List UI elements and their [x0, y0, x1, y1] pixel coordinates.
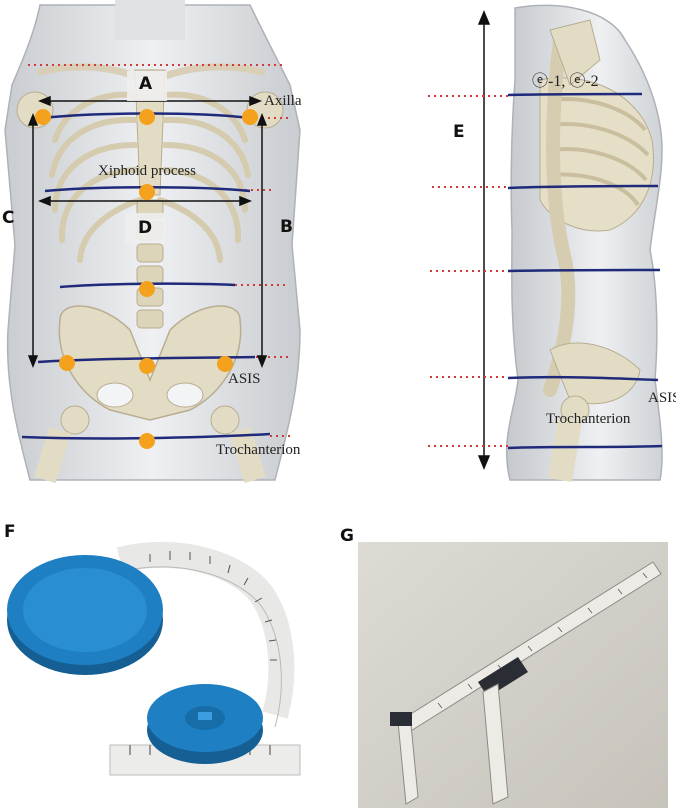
- landmark-dot: [139, 109, 155, 125]
- label-c: C: [2, 208, 15, 228]
- landmark-dot: [59, 355, 75, 371]
- side-view-panel: E ⓔ-1, ⓔ-2 ASIS Trochanterion: [400, 0, 676, 485]
- label-b: B: [280, 217, 293, 237]
- landmark-dot: [139, 281, 155, 297]
- label-e-points: ⓔ-1, ⓔ-2: [532, 73, 599, 90]
- photo-f-panel: F: [0, 520, 320, 811]
- photo-g-panel: G: [338, 520, 676, 811]
- measurement-lines-side: [507, 92, 663, 450]
- landmark-dot: [242, 109, 258, 125]
- label-asis-side: ASIS: [648, 390, 676, 406]
- tape-measure-photo: [7, 541, 301, 776]
- label-f: F: [4, 522, 16, 542]
- landmark-dot: [139, 358, 155, 374]
- label-trochanterion-front: Trochanterion: [216, 442, 301, 458]
- landmark-dot: [139, 184, 155, 200]
- arrow-e: [477, 10, 491, 470]
- label-d: D: [138, 218, 153, 238]
- label-g: G: [340, 526, 354, 546]
- landmark-dot: [217, 356, 233, 372]
- landmark-dots: [35, 109, 258, 449]
- landmark-dot: [139, 433, 155, 449]
- label-axilla: Axilla: [264, 93, 302, 109]
- measurement-arrows: [27, 95, 268, 369]
- label-box-a: [127, 71, 167, 101]
- side-view-illustration: [428, 4, 663, 482]
- label-xiphoid-process: Xiphoid process: [98, 163, 196, 179]
- tape-tick-marks: [149, 551, 277, 661]
- label-box-d: [125, 213, 165, 243]
- caliper-scale-marks: [437, 572, 648, 709]
- caliper-photo: [358, 542, 668, 808]
- label-a: A: [139, 74, 153, 94]
- reference-dotted-lines-side: [428, 95, 508, 447]
- label-trochanterion-side: Trochanterion: [546, 411, 631, 427]
- landmark-dot: [35, 109, 51, 125]
- label-e: E: [453, 122, 465, 142]
- front-view-illustration: [4, 0, 301, 484]
- front-view-panel: A Axilla Xiphoid process C B D ASIS Troc…: [0, 0, 305, 485]
- label-asis-front: ASIS: [228, 371, 261, 387]
